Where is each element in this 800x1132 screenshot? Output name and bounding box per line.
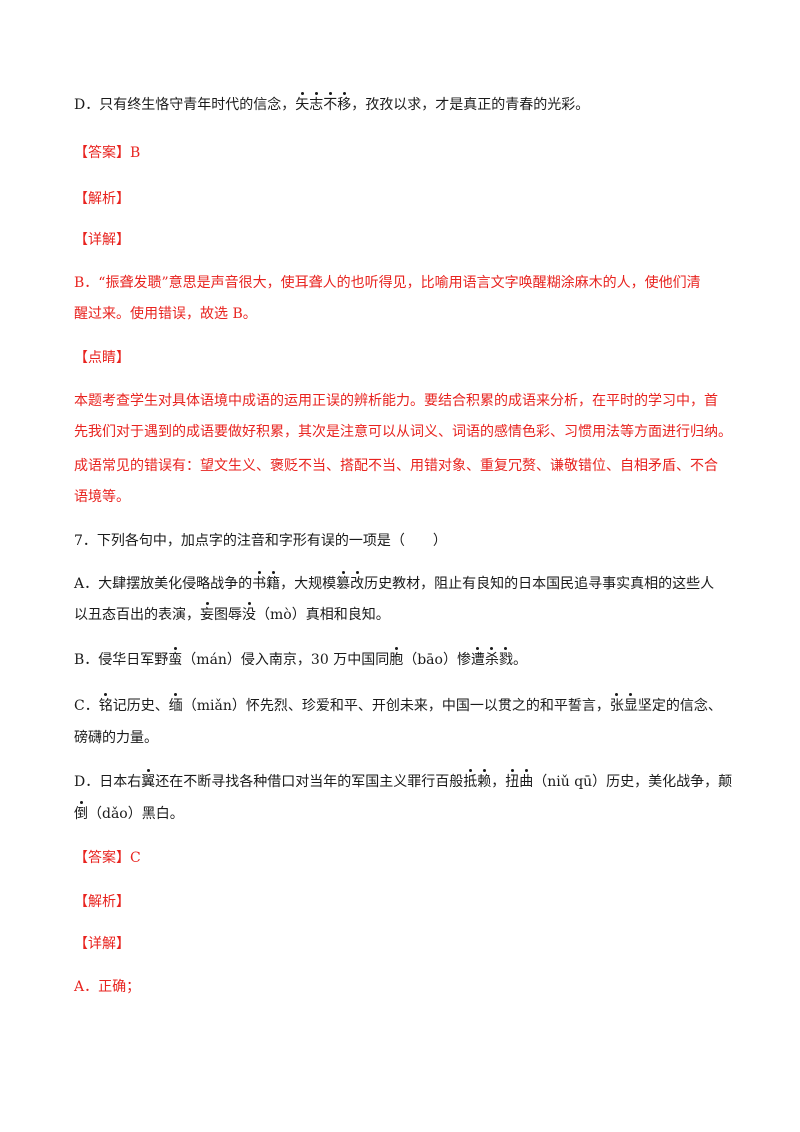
dotted-char: 翼 [141,769,156,790]
dotted-char: 妄 [200,602,214,623]
comment-text-line: 语境等。 [74,489,130,505]
option-a-line-1: A．大肆摆放美化侵略战争的书籍，大规模篡改历史教材，阻止有良知的日本国民追寻事实… [74,571,715,592]
answer-line: 【答案】B [74,144,140,162]
option-d-line: D．只有终生恪守青年时代的信念，矢志不移，孜孜以求，才是真正的青春的光彩。 [74,92,590,113]
dotted-char: 蛮 [168,647,183,668]
detail-text-line: 醒过来。使用错误，故选 B。 [74,306,257,322]
dotted-char: 曲 [519,769,534,790]
comment-text-line: 成语常见的错误有：望文生义、褒贬不当、搭配不当、用错对象、重复冗赘、谦敬错位、自… [74,458,718,474]
dotted-char: 杀 [484,647,499,668]
option-b-line: B．侵华日军野蛮（mán）侵入南京，30 万中国同胞（bāo）惨遭杀戮。 [74,647,527,668]
dotted-char: 铭 [98,693,113,714]
dotted-char: 籍 [266,571,281,592]
dotted-char: 没 [242,602,256,623]
analysis-label: 【解析】 [74,894,130,910]
option-d-line-2: 倒（dǎo）黑白。 [74,801,184,822]
dotted-char: 显 [623,693,638,714]
answer-line: 【答案】C [74,849,141,867]
dotted-char: 胞 [389,647,404,668]
dotted-char: 抵 [463,769,478,790]
dotted-char: 倒 [74,801,88,822]
option-c-line-1: C．铭记历史、缅（miǎn）怀先烈、珍爱和平、开创未来，中国一以贯之的和平誓言，… [74,693,722,714]
dotted-char: 移 [337,92,352,113]
comment-text-line: 本题考查学生对具体语境中成语的运用正误的辨析能力。要结合积累的成语来分析，在平时… [74,393,718,409]
analysis-label: 【解析】 [74,191,130,207]
dotted-char: 矢 [295,92,310,113]
dotted-char: 扭 [505,769,520,790]
option-c-line-2: 磅礴的力量。 [74,730,158,746]
dotted-char: 志 [309,92,324,113]
option-d-line-1: D．日本右翼还在不断寻找各种借口对当年的军国主义罪行百般抵赖，扭曲（niǔ qū… [74,769,733,790]
dotted-char: 缅 [168,693,183,714]
dotted-char: 改 [350,571,365,592]
comment-text-line: 先我们对于遇到的成语要做好积累，其次是注意可以从词义、词语的感情色彩、习惯用法等… [74,424,732,440]
dotted-char: 篡 [336,571,351,592]
detail-label: 【详解】 [74,936,130,952]
answer-label: 【答案】 [74,145,130,161]
dotted-char: 戮 [498,647,513,668]
detail-text-line: A．正确； [74,979,141,995]
dotted-char: 书 [252,571,267,592]
option-a-line-2: 以丑态百出的表演，妄图辱没（mò）真相和良知。 [74,602,390,623]
answer-label: 【答案】 [74,850,130,866]
question-stem: 7．下列各句中，加点字的注音和字形有误的一项是（ ） [74,533,447,549]
dotted-char: 遭 [470,647,485,668]
comment-label: 【点睛】 [74,350,130,366]
answer-value: C [130,850,141,866]
detail-text-line: B．“振聋发聩”意思是声音很大，使耳聋人的也听得见，比喻用语言文字唤醒糊涂麻木的… [74,275,701,291]
answer-value: B [130,145,141,161]
dotted-char: 不 [323,92,338,113]
dotted-char: 张 [609,693,624,714]
detail-label: 【详解】 [74,232,130,248]
dotted-char: 赖 [477,769,492,790]
